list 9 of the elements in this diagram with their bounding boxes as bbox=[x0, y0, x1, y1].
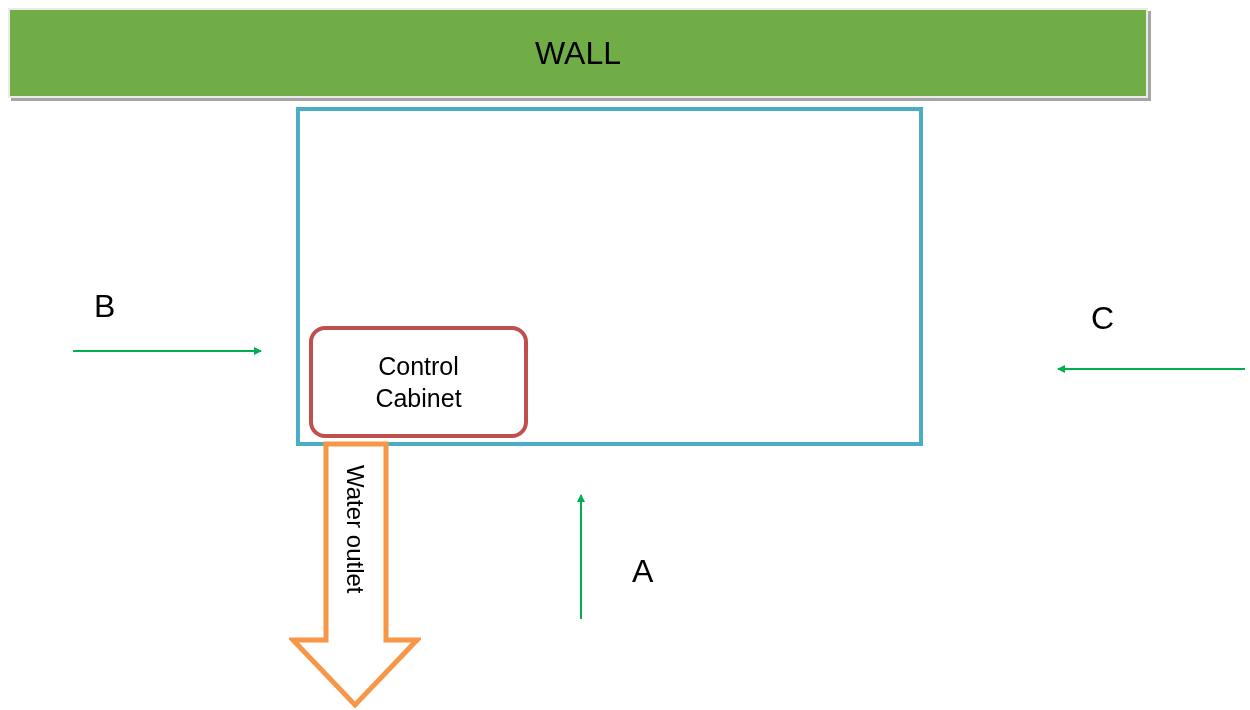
view-label: C bbox=[1091, 300, 1115, 337]
wall-band bbox=[8, 8, 1148, 98]
view-label: A bbox=[632, 553, 654, 590]
plan-outline bbox=[296, 107, 923, 446]
outlet-label: Water outlet bbox=[341, 465, 369, 594]
cabinet-label: Control Cabinet bbox=[374, 350, 463, 414]
cabinet-box bbox=[309, 326, 528, 438]
wall-label: WALL bbox=[535, 34, 621, 72]
view-label: B bbox=[94, 288, 116, 325]
